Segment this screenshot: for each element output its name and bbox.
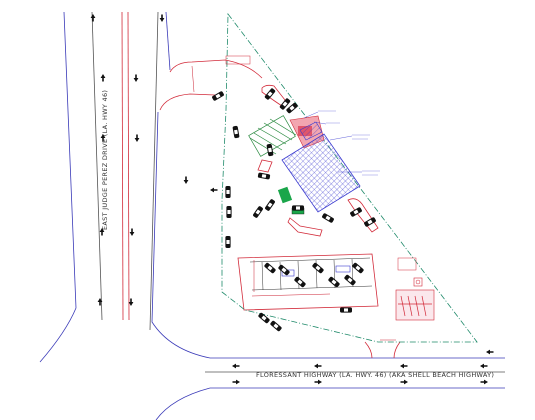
north-driveway xyxy=(169,59,263,79)
arrow-icon xyxy=(134,134,140,142)
car-icon xyxy=(258,312,270,324)
arrow-icon xyxy=(232,363,240,369)
car-icon xyxy=(212,91,224,101)
driveways xyxy=(159,59,401,359)
car-icon xyxy=(286,102,298,114)
property-line xyxy=(221,12,478,343)
green-block-dumpster xyxy=(277,186,293,204)
vertical-road-label: EAST JUDGE PEREZ DRIVE (LA. HWY 46) xyxy=(101,90,109,230)
car-icon xyxy=(264,88,276,100)
arrow-icon xyxy=(314,379,322,385)
arrow-icon xyxy=(400,363,408,369)
horizontal-road-label: FLORESSANT HIGHWAY (LA. HWY. 46) (AKA SH… xyxy=(256,371,494,379)
car-icon xyxy=(292,205,304,211)
arrow-icon xyxy=(100,74,106,82)
se-sign xyxy=(413,277,423,287)
south-driveway xyxy=(364,341,401,359)
parking-bay-north xyxy=(248,115,296,157)
arrow-icon xyxy=(183,176,189,184)
car-icon xyxy=(264,262,276,274)
road-edge-left xyxy=(39,11,77,363)
car-icon xyxy=(253,206,263,218)
car-icon xyxy=(226,206,232,218)
car-icon xyxy=(350,207,362,217)
road-edge-right-bottom xyxy=(155,387,211,420)
arrow-icon xyxy=(159,14,165,22)
car-icon xyxy=(312,262,324,274)
north-driveway-lower xyxy=(159,93,216,111)
arrow-icon xyxy=(480,363,488,369)
building xyxy=(281,121,361,213)
note-box-se xyxy=(397,257,417,271)
se-feature-box xyxy=(395,289,435,321)
cars-layer xyxy=(212,88,376,332)
arrow-icon xyxy=(90,14,96,22)
building-annex xyxy=(299,121,323,141)
arrow-icon xyxy=(400,379,408,385)
car-icon xyxy=(257,172,271,180)
lower-lot-stalls xyxy=(249,257,373,291)
road-edge-right xyxy=(165,11,171,71)
arrow-icon xyxy=(99,228,105,236)
arrow-icon xyxy=(486,349,494,355)
arrow-icon xyxy=(210,187,218,193)
lower-lot-outline xyxy=(237,253,379,311)
car-icon xyxy=(364,217,376,227)
road-edge-right-lower xyxy=(151,111,211,359)
car-icon xyxy=(294,276,306,288)
median-right xyxy=(127,11,130,321)
car-icon xyxy=(340,307,352,313)
west-curb xyxy=(287,217,323,237)
arrow-icon xyxy=(97,298,103,306)
vertical-road xyxy=(39,11,211,420)
arrow-icon xyxy=(129,228,135,236)
leader-text-marks xyxy=(318,110,380,176)
median-left xyxy=(121,11,124,321)
car-icon xyxy=(225,186,231,198)
arrow-icon xyxy=(128,298,134,306)
lane-line-2 xyxy=(149,11,159,331)
car-icon xyxy=(270,320,282,332)
car-icon xyxy=(232,125,240,139)
building-footprint-cross xyxy=(282,134,360,212)
se-feature xyxy=(395,277,435,321)
car-icon xyxy=(278,264,290,276)
arrow-icon xyxy=(133,74,139,82)
arrow-icon xyxy=(314,363,322,369)
car-icon xyxy=(352,262,364,274)
leader-lines xyxy=(303,111,362,173)
car-icon xyxy=(279,98,291,110)
arrows-layer xyxy=(90,14,494,385)
arrow-icon xyxy=(480,379,488,385)
car-icon xyxy=(265,199,275,211)
car-icon xyxy=(322,213,334,223)
car-icon xyxy=(344,274,356,286)
horizontal-road xyxy=(205,357,505,389)
car-icon xyxy=(266,143,274,157)
dimension-lines xyxy=(191,65,396,341)
fuel-island-curb xyxy=(257,159,273,173)
arrow-icon xyxy=(232,379,240,385)
car-icon xyxy=(225,236,231,248)
car-icon xyxy=(328,276,340,288)
arrow-icon xyxy=(100,134,106,142)
east-island xyxy=(347,198,379,233)
lane-line-1 xyxy=(91,11,103,321)
note-box-north xyxy=(225,55,251,65)
